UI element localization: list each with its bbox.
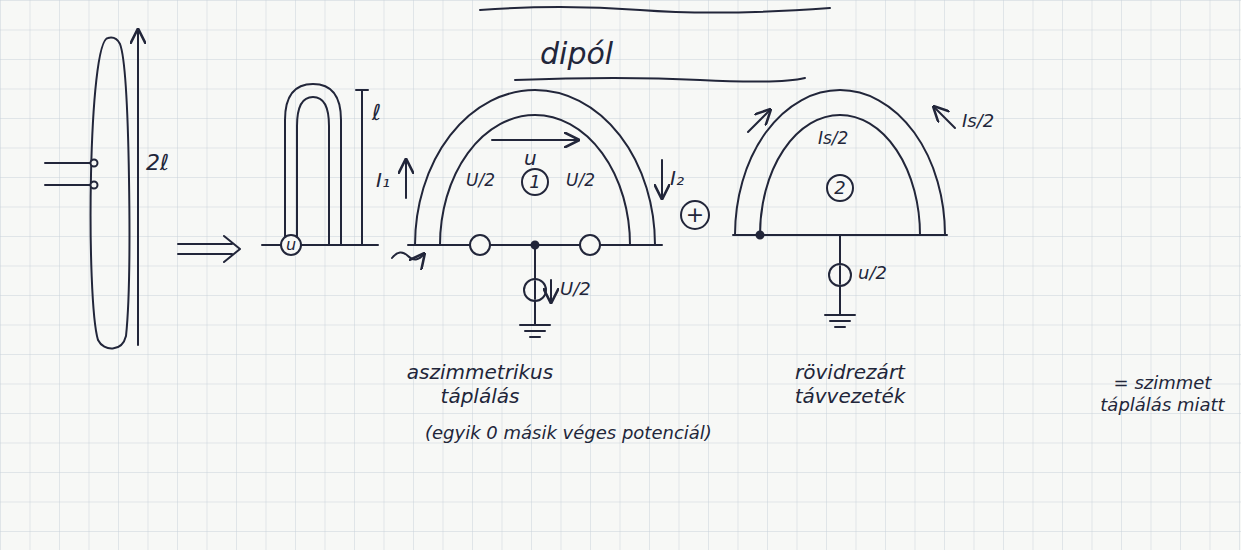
voltage-label: u/2 bbox=[858, 262, 887, 284]
voltage-label: u bbox=[524, 146, 537, 170]
note: = szimmet táplálás miatt bbox=[1100, 372, 1225, 415]
height-bar bbox=[356, 90, 368, 245]
wire bbox=[839, 286, 841, 315]
title: dipól bbox=[540, 36, 613, 72]
node-text: u bbox=[286, 237, 296, 253]
circled-number: 1 bbox=[521, 168, 549, 196]
voltage-label: U/2 bbox=[560, 278, 591, 300]
equivalent-arrow bbox=[392, 252, 424, 259]
current-label: Is/2 bbox=[962, 110, 994, 132]
circled-plus: + bbox=[680, 200, 710, 230]
terminal bbox=[91, 160, 98, 167]
feed-wire bbox=[45, 184, 90, 186]
source-mark bbox=[839, 266, 841, 284]
title-underline bbox=[515, 78, 805, 82]
voltage-label: U/2 bbox=[466, 170, 495, 190]
ground-symbol bbox=[825, 315, 855, 327]
current-arrow bbox=[661, 160, 663, 198]
current-arrow bbox=[748, 110, 770, 132]
length-label: 2ℓ bbox=[146, 150, 169, 176]
wire bbox=[534, 245, 536, 279]
node-text: 1 bbox=[529, 173, 540, 191]
source-symbol bbox=[470, 235, 490, 255]
circled-number: 2 bbox=[826, 174, 854, 202]
source-symbol bbox=[829, 264, 851, 286]
monopole-antenna bbox=[285, 84, 341, 245]
wire bbox=[534, 301, 536, 325]
source-circle: u bbox=[280, 234, 302, 256]
half-loop bbox=[440, 115, 630, 245]
current-arrow bbox=[934, 107, 955, 128]
current-arrow bbox=[405, 160, 407, 198]
implies-arrow bbox=[178, 236, 240, 262]
node-text: + bbox=[686, 204, 704, 226]
note: (egyik 0 másik véges potenciál) bbox=[425, 422, 712, 444]
length-arrow bbox=[137, 30, 139, 345]
voltage-arrow bbox=[550, 280, 552, 302]
half-loop bbox=[760, 115, 920, 235]
half-loop bbox=[415, 90, 655, 245]
terminal bbox=[91, 182, 98, 189]
monopole-antenna bbox=[297, 97, 329, 245]
source-mark bbox=[534, 281, 536, 299]
junction-dot bbox=[757, 232, 764, 239]
current-label: I₁ bbox=[376, 168, 390, 192]
voltage-arrow bbox=[492, 139, 578, 141]
ground-symbol bbox=[520, 325, 550, 337]
wire bbox=[839, 235, 841, 264]
dipole-antenna bbox=[91, 38, 130, 349]
half-loop bbox=[735, 90, 945, 235]
current-label: I₂ bbox=[670, 166, 684, 190]
length-label: ℓ bbox=[372, 100, 381, 126]
note: aszimmetrikus táplálás bbox=[395, 360, 565, 408]
feed-wire bbox=[45, 162, 90, 164]
title-rule bbox=[480, 7, 830, 13]
note: rövidrezárt távvezeték bbox=[770, 360, 930, 408]
current-label: Is/2 bbox=[818, 128, 848, 148]
node-text: 2 bbox=[834, 179, 845, 197]
voltage-label: U/2 bbox=[566, 170, 595, 190]
source-symbol bbox=[524, 279, 546, 301]
source-symbol bbox=[580, 235, 600, 255]
